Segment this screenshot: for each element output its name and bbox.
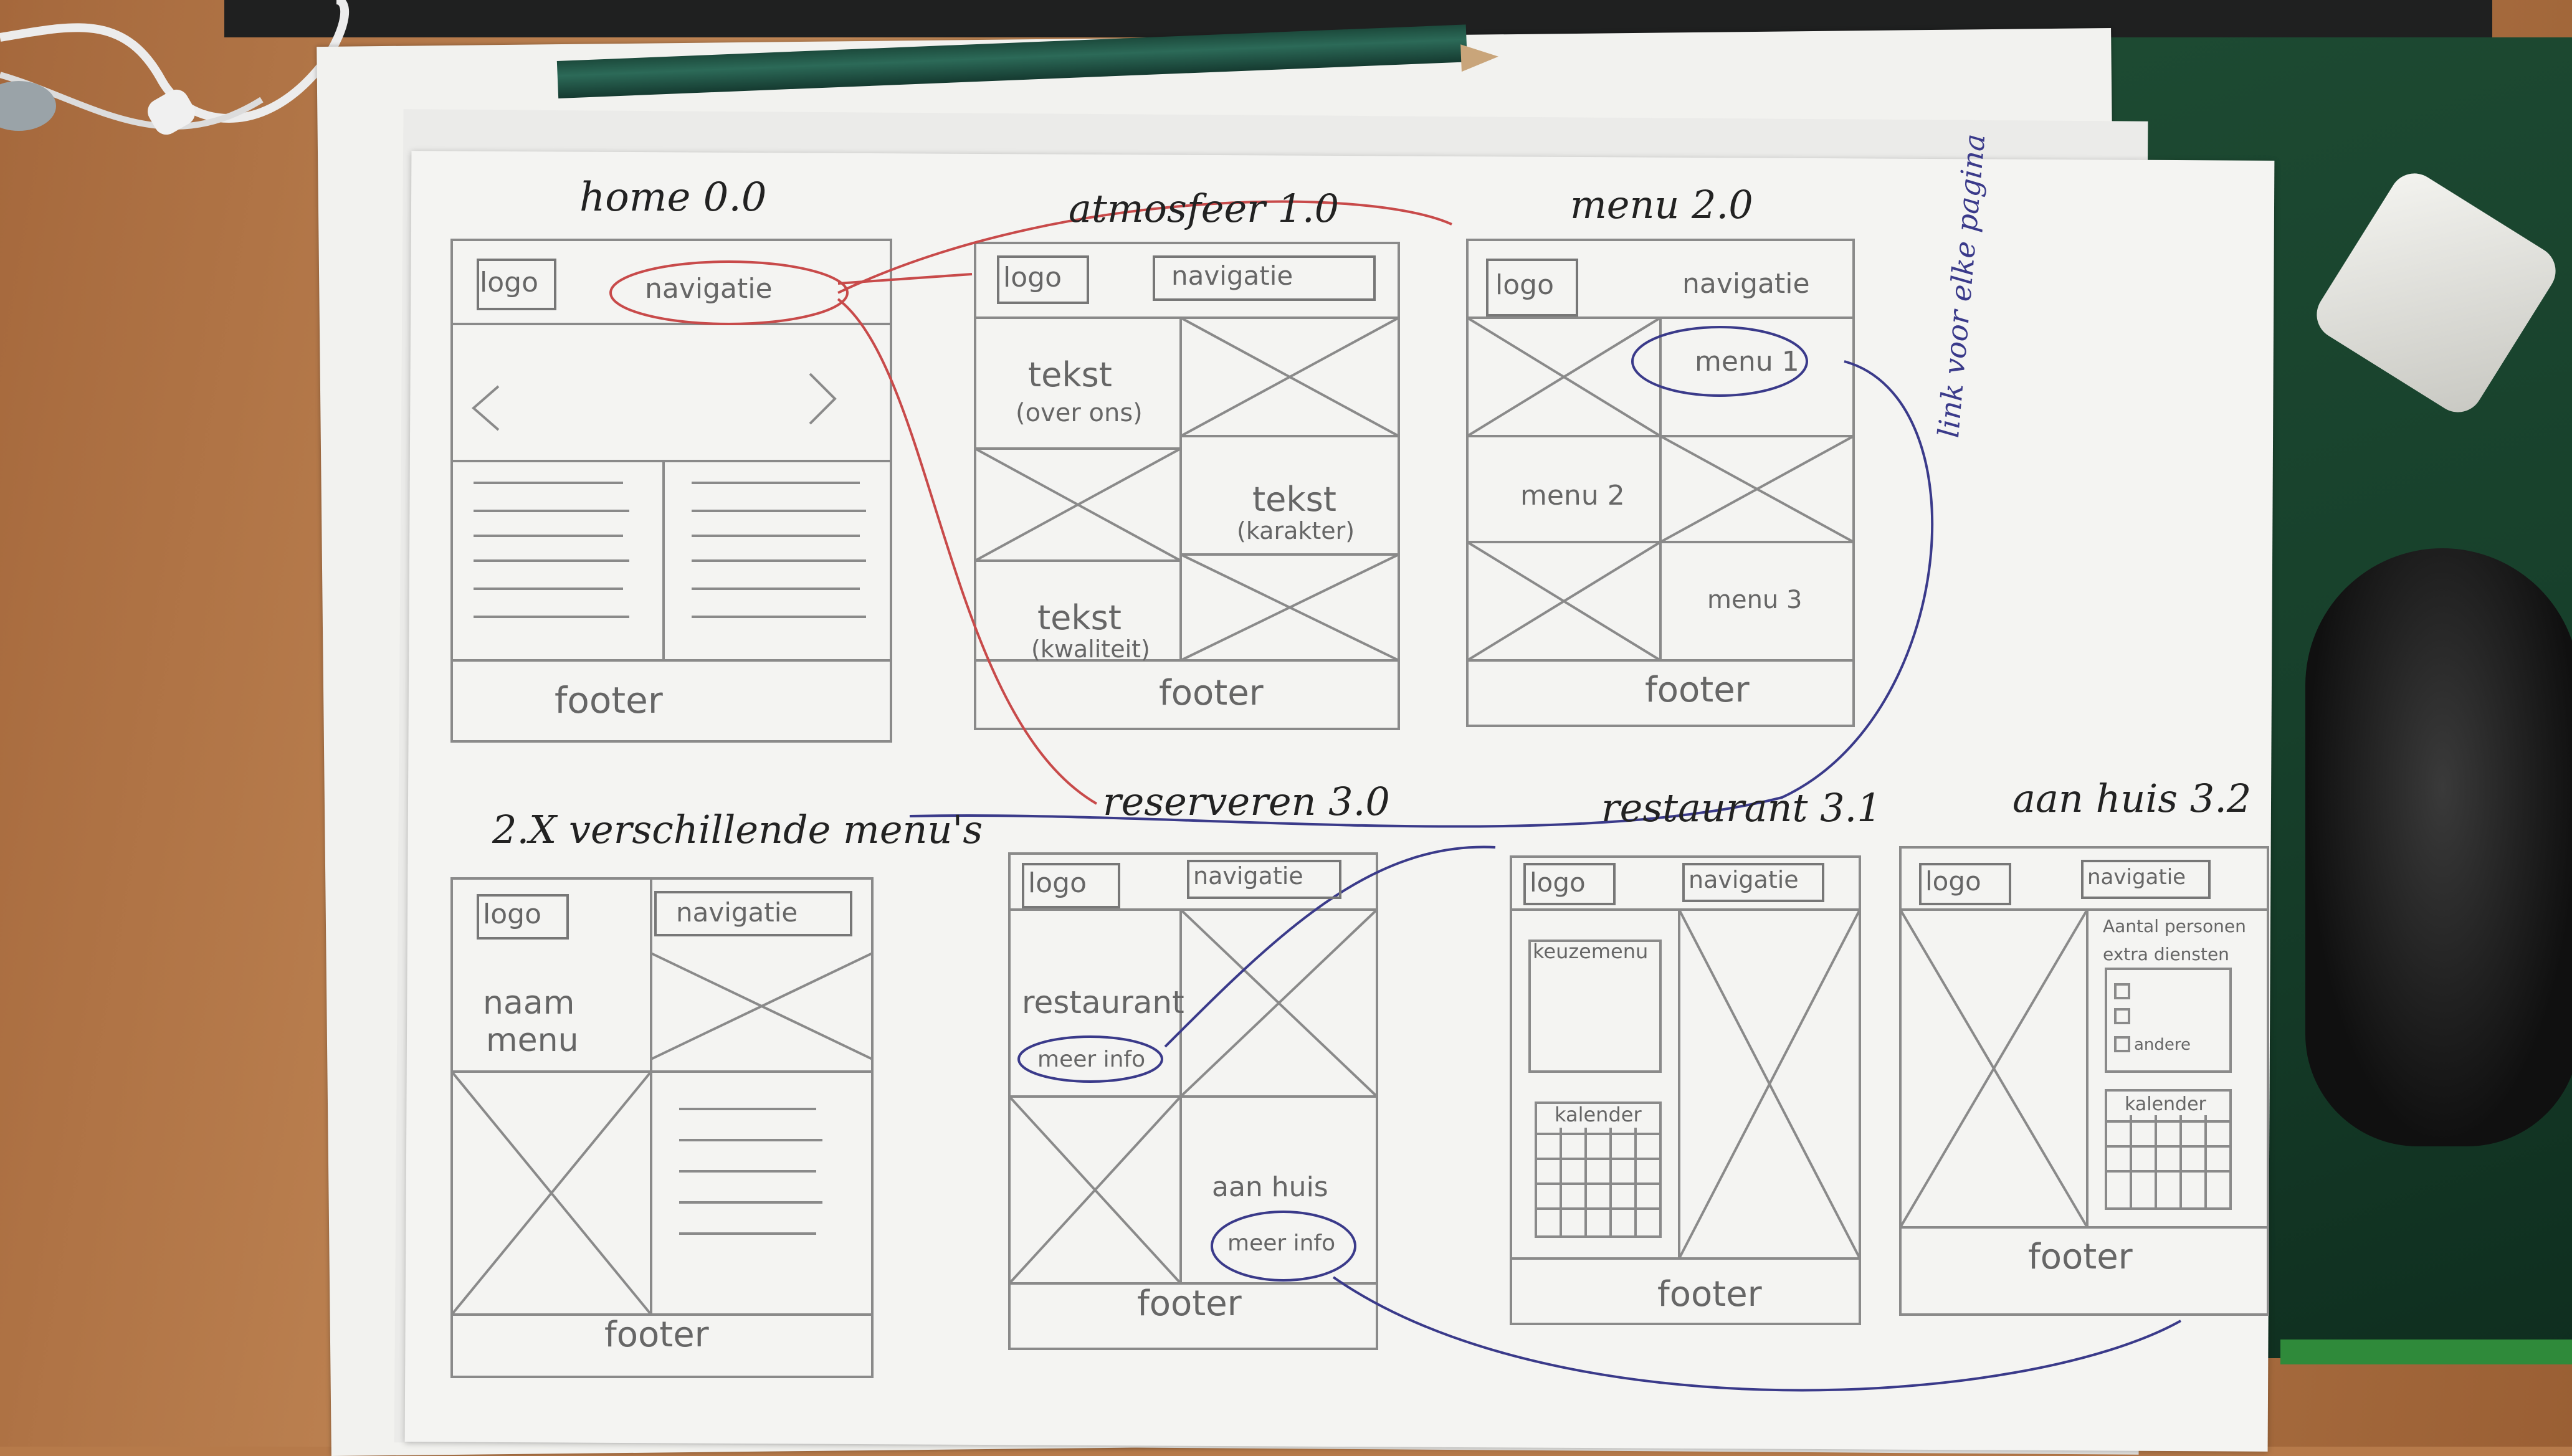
logo-label: logo xyxy=(1925,866,1981,897)
keuzemenu-label: keuzemenu xyxy=(1533,940,1649,963)
logo-label: logo xyxy=(483,898,541,930)
footer-label: footer xyxy=(1159,673,1264,713)
tekst-label: tekst xyxy=(1252,480,1336,519)
restaurant-label: restaurant xyxy=(1022,984,1184,1021)
screen-title-reserveren: reserveren 3.0 xyxy=(1103,779,1390,824)
nav-box xyxy=(1153,255,1376,301)
screen-title-aan-huis: aan huis 3.2 xyxy=(2012,776,2252,821)
nav-label: navigatie xyxy=(1171,260,1293,291)
andere-label: andere xyxy=(2134,1035,2191,1054)
aantal-label: Aantal personen xyxy=(2103,916,2246,936)
menu-3-label: menu 3 xyxy=(1707,586,1803,614)
footer-label: footer xyxy=(2028,1237,2133,1277)
nav-box xyxy=(1187,860,1341,899)
screen-title-atmosfeer: atmosfeer 1.0 xyxy=(1069,186,1340,231)
nav-box xyxy=(654,891,852,936)
kalender-label: kalender xyxy=(2125,1093,2206,1115)
menu-2-label: menu 2 xyxy=(1520,480,1625,512)
menu-label: menu xyxy=(486,1022,579,1059)
nav-box xyxy=(2081,860,2211,899)
nav-box xyxy=(1682,863,1824,902)
nav-label: navigatie xyxy=(1682,268,1810,300)
footer-label: footer xyxy=(1657,1274,1762,1315)
screen-title-home: home 0.0 xyxy=(579,174,767,221)
aan-huis-label: aan huis xyxy=(1212,1171,1328,1203)
tekst-sub: (over ons) xyxy=(1016,399,1143,427)
nav-label: navigatie xyxy=(2087,865,2186,890)
logo-box xyxy=(1523,863,1616,905)
screen-title-restaurant: restaurant 3.1 xyxy=(1601,785,1882,830)
nav-label: navigatie xyxy=(1688,866,1799,893)
nav-label: navigatie xyxy=(676,897,798,928)
screen-title-menu: menu 2.0 xyxy=(1570,182,1753,227)
logo-label: logo xyxy=(1530,867,1586,898)
logo-label: logo xyxy=(480,267,538,298)
logo-box xyxy=(1919,863,2011,905)
mouse-mat-edge xyxy=(2280,1339,2572,1364)
logo-label: logo xyxy=(1028,867,1087,899)
footer-label: footer xyxy=(1137,1283,1242,1324)
logo-box xyxy=(997,255,1089,304)
footer-label: footer xyxy=(555,679,663,721)
nav-label: navigatie xyxy=(1193,862,1303,890)
computer-mouse-icon xyxy=(2305,548,2572,1146)
meer-info-button: meer info xyxy=(1227,1230,1336,1256)
footer-label: footer xyxy=(1645,670,1750,710)
kalender-label: kalender xyxy=(1555,1103,1642,1126)
logo-box xyxy=(1486,259,1578,316)
tekst-sub: (kwaliteit) xyxy=(1031,635,1150,663)
tekst-sub: (karakter) xyxy=(1237,517,1355,545)
meer-info-button: meer info xyxy=(1037,1047,1146,1072)
logo-box xyxy=(477,894,569,940)
logo-box xyxy=(477,259,556,310)
logo-label: logo xyxy=(1495,269,1554,301)
earphones-icon xyxy=(0,0,350,135)
logo-label: logo xyxy=(1003,262,1062,293)
logo-box xyxy=(1022,863,1120,908)
tekst-label: tekst xyxy=(1037,598,1122,637)
naam-label: naam xyxy=(483,984,575,1022)
nav-label: navigatie xyxy=(645,273,773,305)
footer-label: footer xyxy=(604,1315,709,1355)
menu-1-label: menu 1 xyxy=(1695,346,1799,378)
tekst-label: tekst xyxy=(1028,355,1112,394)
screen-title-menus: 2.X verschillende menu's xyxy=(492,807,983,852)
extra-label: extra diensten xyxy=(2103,944,2229,964)
